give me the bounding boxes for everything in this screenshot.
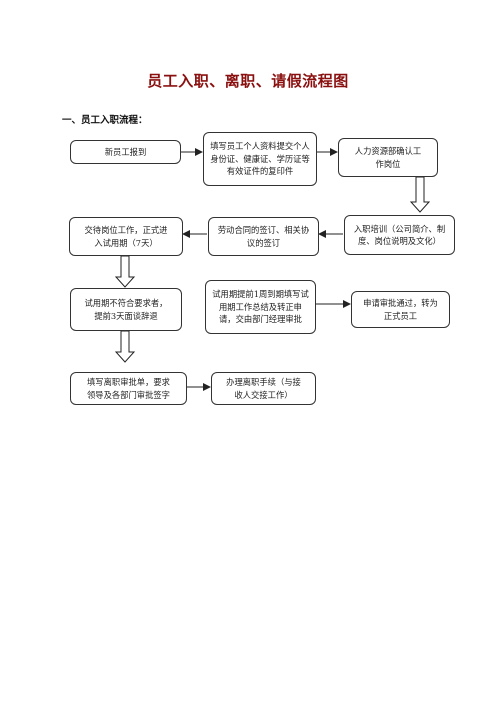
box-contract-text: 劳动合同的签订、相关协议的签订 — [217, 225, 310, 248]
box-training-text: 入职培训（公司简介、制度、岗位说明及文化） — [353, 223, 446, 247]
box-training: 入职培训（公司简介、制度、岗位说明及文化） — [344, 215, 455, 255]
box-fill-info-text: 填写员工个人资料提交个人身份证、健康证、学历证等有效证件的复印件 — [210, 141, 310, 177]
box-approved-text: 申请审批通过，转为正式员工 — [363, 298, 438, 321]
box-report-text: 新员工报到 — [104, 146, 147, 157]
box-not-qualified-text: 试用期不符合要求者，提前3天面谈辞退 — [84, 298, 168, 321]
box-report: 新员工报到 — [70, 140, 181, 164]
box-contract: 劳动合同的签订、相关协议的签订 — [208, 217, 319, 256]
box-resign-proc: 办理离职手续（与接收人交接工作） — [211, 372, 316, 405]
arrow-handover-to-notqualified — [114, 255, 136, 288]
box-fill-info: 填写员工个人资料提交个人身份证、健康证、学历证等有效证件的复印件 — [203, 132, 317, 186]
arrow-notqualified-to-resign — [114, 330, 136, 363]
box-approved: 申请审批通过，转为正式员工 — [351, 291, 450, 328]
arrow-hr-to-training — [409, 176, 431, 213]
box-handover: 交待岗位工作，正式进入试用期（7天） — [69, 217, 183, 256]
box-hr-confirm: 人力资源部确认工作岗位 — [338, 138, 438, 177]
box-not-qualified: 试用期不符合要求者，提前3天面谈辞退 — [70, 288, 182, 331]
box-resign-proc-text: 办理离职手续（与接收人交接工作） — [226, 377, 301, 400]
box-hr-confirm-text: 人力资源部确认工作岗位 — [354, 146, 422, 169]
box-handover-text: 交待岗位工作，正式进入试用期（7天） — [84, 225, 168, 248]
box-resign-form: 填写离职审批单，要求领导及各部门审批签字 — [70, 372, 187, 405]
box-apply-regular-text: 试用期提前1周到期填写试用期工作总结及转正申请，交由部门经理审批 — [212, 289, 309, 325]
box-apply-regular: 试用期提前1周到期填写试用期工作总结及转正申请，交由部门经理审批 — [205, 280, 316, 334]
page-title: 员工入职、离职、请假流程图 — [147, 72, 349, 90]
section-heading: 一、员工入职流程： — [62, 115, 148, 126]
box-resign-form-text: 填写离职审批单，要求领导及各部门审批签字 — [87, 377, 170, 400]
